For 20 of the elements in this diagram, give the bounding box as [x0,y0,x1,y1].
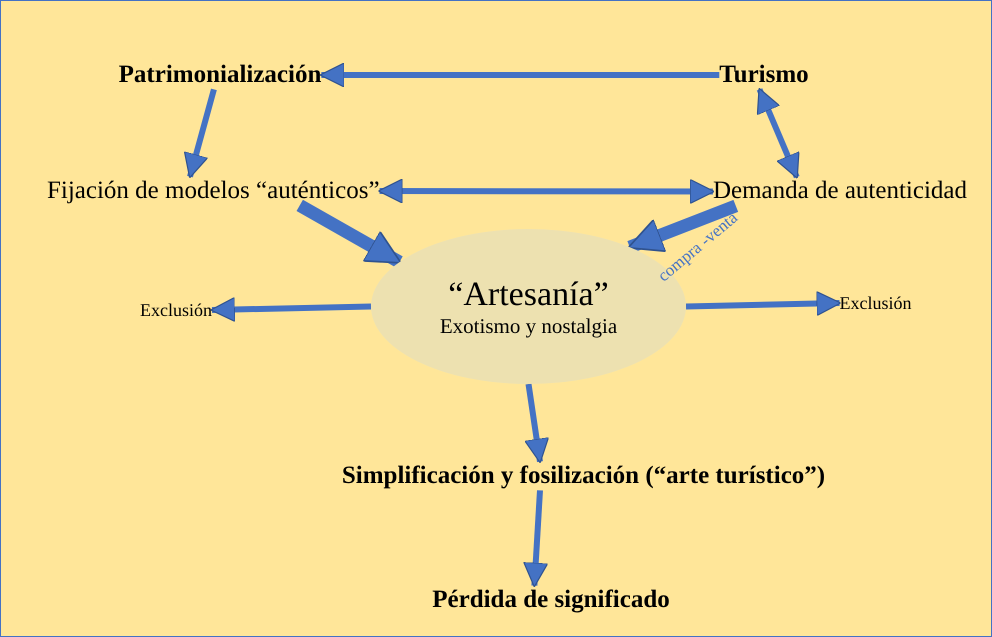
heading: Simplificación y fosilización (“arte turístico”) [342,462,826,490]
heading: Pérdida de significado [432,586,670,614]
arrow [320,62,720,88]
outcome-label: Exclusión [140,300,212,320]
arrow [378,178,715,204]
concept-label: Fijación de modelos “auténticos” [47,176,380,206]
ellipse-title: “Artesanía” [448,274,609,314]
heading: Patrimonialización [118,60,322,90]
ellipse-subtitle: Exotismo y nostalgia [440,314,618,338]
arrow [686,290,842,316]
arrow [184,88,217,178]
arrow [296,200,403,268]
arrow [523,490,548,588]
arrow [756,88,800,179]
heading: Turismo [719,60,809,90]
arrow [524,384,550,464]
arrow [627,200,738,254]
outcome-label: Exclusión [840,292,912,314]
concept-label: Demanda de autenticidad [712,177,967,206]
arrow [210,296,372,322]
